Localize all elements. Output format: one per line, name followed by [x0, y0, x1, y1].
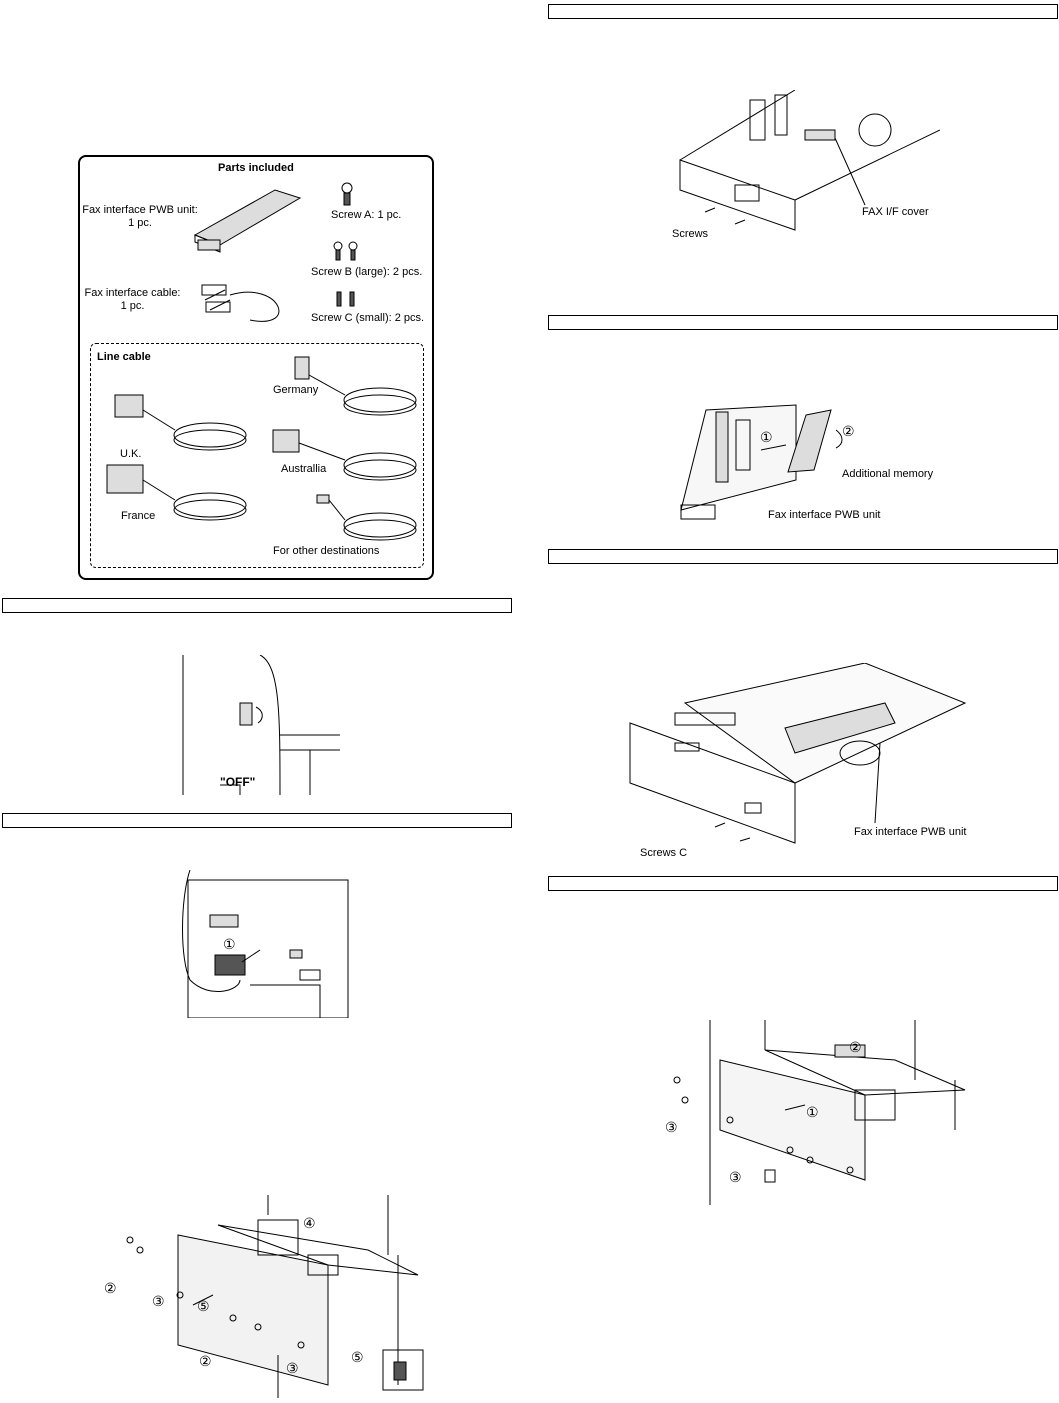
- dest-uk: U.K.: [120, 448, 142, 460]
- pwb-install-label: Fax interface PWB unit: [854, 826, 967, 838]
- cable-step-1: ①: [223, 936, 236, 952]
- parts-illustration: [190, 180, 370, 330]
- off-label: "OFF": [220, 775, 256, 789]
- board-removal-illustration: [118, 1195, 436, 1398]
- dest-australia: Australlia: [281, 463, 327, 475]
- memory-step-1: ①: [760, 429, 773, 445]
- removal-step-3b: ③: [286, 1360, 299, 1376]
- install-step-3a: ③: [665, 1119, 678, 1135]
- parts-included-box: [78, 155, 434, 580]
- screw-c-label: Screw C (small): 2 pcs.: [311, 312, 425, 324]
- removal-step-2a: ②: [104, 1280, 117, 1296]
- line-cable-illustrations: [95, 355, 425, 545]
- cable-qty: 1 pc.: [120, 300, 145, 312]
- install-step-3b: ③: [729, 1169, 742, 1185]
- section-header-right-4: [548, 876, 1058, 891]
- fax-cover-illustration: [675, 89, 941, 240]
- removal-step-5b: ⑤: [351, 1349, 364, 1365]
- removal-step-5a: ⑤: [197, 1298, 210, 1314]
- pwb-install-illustration: [625, 662, 980, 848]
- removal-step-2b: ②: [199, 1353, 212, 1369]
- memory-illustration: [676, 400, 916, 525]
- section-header-left-1: [2, 598, 512, 613]
- line-cable-title: Line cable: [97, 351, 151, 363]
- cable-name: Fax interface cable:: [84, 287, 181, 299]
- screws-label: Screws: [672, 228, 709, 240]
- cable-label: Fax interface cable: 1 pc.: [80, 287, 185, 313]
- additional-memory-label: Additional memory: [842, 468, 934, 480]
- removal-step-4: ④: [303, 1215, 316, 1231]
- pwb-unit-qty: 1 pc.: [128, 217, 152, 229]
- dest-other: For other destinations: [273, 545, 380, 557]
- section-header-right-1: [548, 4, 1058, 19]
- section-header-left-2: [2, 813, 512, 828]
- board-install-illustration: [665, 1020, 970, 1205]
- install-step-2: ②: [849, 1039, 862, 1055]
- memory-step-2: ②: [842, 423, 855, 439]
- screw-a-label: Screw A: 1 pc.: [331, 209, 402, 221]
- screws-c-label: Screws C: [640, 847, 688, 859]
- fax-cover-label: FAX I/F cover: [862, 206, 929, 218]
- memory-pwb-label: Fax interface PWB unit: [768, 509, 881, 521]
- dest-france: France: [121, 510, 156, 522]
- removal-step-3a: ③: [152, 1293, 165, 1309]
- install-step-1: ①: [806, 1104, 819, 1120]
- section-header-right-3: [548, 549, 1058, 564]
- section-header-right-2: [548, 315, 1058, 330]
- pwb-unit-name: Fax interface PWB unit:: [82, 204, 198, 216]
- power-switch-illustration: [180, 654, 340, 796]
- cable-removal-illustration: [180, 869, 365, 1019]
- pwb-unit-label: Fax interface PWB unit: 1 pc.: [80, 204, 200, 230]
- screw-b-label: Screw B (large): 2 pcs.: [311, 266, 423, 278]
- parts-title: Parts included: [218, 162, 294, 174]
- dest-germany: Germany: [273, 384, 319, 396]
- line-cable-box: [90, 343, 424, 568]
